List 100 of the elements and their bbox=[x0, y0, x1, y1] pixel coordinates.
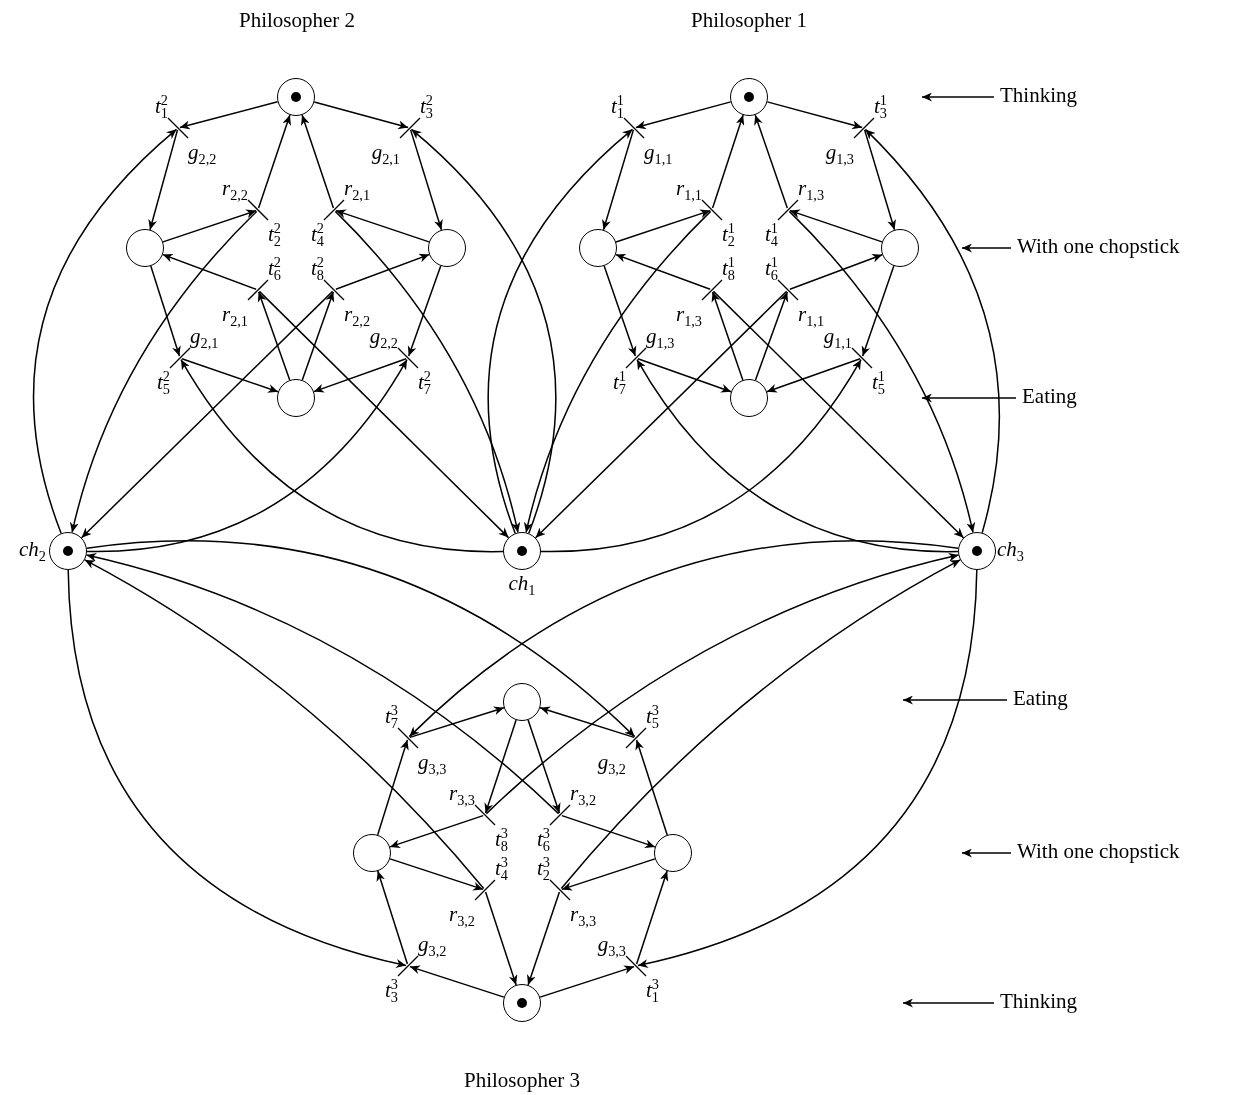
arc-arrow bbox=[635, 101, 732, 130]
arc-arrow bbox=[540, 358, 862, 553]
arc-arrow bbox=[635, 739, 668, 836]
arc-arrow bbox=[86, 540, 636, 738]
arc-arrow bbox=[766, 357, 861, 393]
arc-label: g$_{1,1}$ bbox=[644, 140, 673, 165]
arc-arrow bbox=[408, 539, 959, 738]
arc-arrow bbox=[33, 128, 178, 535]
arc-arrow bbox=[534, 290, 788, 539]
arc-arrow bbox=[148, 129, 179, 231]
place-circle bbox=[730, 78, 768, 116]
arc-arrow bbox=[527, 891, 561, 986]
arc-label: g$_{2,1}$ bbox=[190, 323, 219, 348]
arc-arrow bbox=[487, 128, 634, 535]
arc-arrow bbox=[637, 569, 978, 968]
arc-label: g$_{3,3}$ bbox=[597, 931, 626, 956]
arc-arrow bbox=[539, 965, 635, 998]
arc-label: r$_{1,3}$ bbox=[798, 175, 825, 200]
arc-arrow bbox=[485, 553, 960, 815]
arc-label: g$_{2,2}$ bbox=[369, 323, 398, 348]
arc-arrow bbox=[902, 695, 1008, 705]
arc-label: r$_{2,1}$ bbox=[344, 175, 371, 200]
arc-arrow bbox=[335, 253, 430, 291]
arc-arrow bbox=[635, 870, 669, 965]
arc-arrow bbox=[861, 265, 895, 357]
arc-arrow bbox=[409, 706, 505, 739]
arc-arrow bbox=[389, 814, 484, 848]
arc-arrow bbox=[389, 858, 484, 891]
arc-arrow bbox=[636, 358, 959, 553]
place-circle bbox=[277, 379, 315, 417]
arc-arrow bbox=[754, 291, 789, 381]
arc-arrow bbox=[615, 209, 711, 243]
arc-label: r$_{3,3}$ bbox=[448, 780, 475, 805]
arc-arrow bbox=[561, 814, 656, 848]
arc-label: r$_{1,1}$ bbox=[798, 302, 825, 327]
arc-label: g$_{3,2}$ bbox=[418, 931, 447, 956]
arc-label: r$_{3,2}$ bbox=[570, 780, 597, 805]
place-circle bbox=[428, 229, 466, 267]
arc-arrow bbox=[409, 129, 443, 231]
arc-arrow bbox=[921, 393, 1017, 403]
arc-arrow bbox=[86, 358, 408, 553]
place-circle bbox=[503, 984, 541, 1022]
arc-label: g$_{1,3}$ bbox=[646, 323, 675, 348]
arc-arrow bbox=[560, 559, 961, 890]
arc-arrow bbox=[766, 101, 863, 130]
arc-arrow bbox=[162, 209, 257, 243]
state-label: With one chopstick bbox=[1017, 839, 1180, 865]
arc-label: g$_{1,1}$ bbox=[823, 323, 852, 348]
state-label: Eating bbox=[1022, 384, 1077, 410]
philosopher-title: Philosopher 1 bbox=[690, 7, 808, 33]
arc-arrow bbox=[410, 128, 557, 535]
philosopher-title: Philosopher 3 bbox=[463, 1067, 581, 1093]
philosopher-title: Philosopher 2 bbox=[238, 7, 356, 33]
arc-label: g$_{1,3}$ bbox=[825, 140, 854, 165]
arc-arrow bbox=[409, 965, 505, 998]
arc-label: r$_{3,3}$ bbox=[570, 902, 597, 927]
arc-arrow bbox=[603, 265, 637, 357]
arc-label: r$_{2,2}$ bbox=[221, 175, 248, 200]
arc-arrow bbox=[637, 357, 732, 393]
arc-arrow bbox=[921, 92, 995, 102]
arc-label: r$_{2,1}$ bbox=[221, 302, 248, 327]
place-label: ch$_{2}$ bbox=[19, 536, 46, 562]
arc-arrow bbox=[407, 265, 442, 357]
arc-arrow bbox=[179, 101, 279, 130]
arc-label: g$_{2,2}$ bbox=[188, 140, 217, 165]
arc-label: g$_{3,3}$ bbox=[418, 750, 447, 775]
arc-arrow bbox=[181, 357, 279, 393]
arc-arrow bbox=[257, 291, 291, 381]
arc-label: r$_{1,3}$ bbox=[675, 302, 702, 327]
arc-arrow bbox=[788, 210, 975, 534]
arc-label: g$_{3,2}$ bbox=[597, 750, 626, 775]
arc-arrow bbox=[376, 870, 409, 965]
arc-arrow bbox=[484, 891, 518, 986]
arc-arrow bbox=[85, 553, 560, 815]
arc-arrow bbox=[754, 114, 789, 209]
arc-arrow bbox=[561, 858, 656, 891]
state-label: Thinking bbox=[1000, 83, 1077, 109]
arc-arrow bbox=[711, 114, 745, 209]
arc-arrow bbox=[258, 290, 510, 539]
arc-arrow bbox=[257, 114, 291, 209]
arc-arrow bbox=[615, 253, 711, 291]
arc-arrow bbox=[313, 357, 407, 393]
place-circle bbox=[503, 683, 541, 721]
arc-arrow bbox=[335, 209, 430, 243]
place-label: ch$_{1}$ bbox=[508, 571, 536, 596]
arc-arrow bbox=[301, 291, 335, 381]
arc-arrow bbox=[961, 848, 1012, 858]
arc-label: g$_{2,1}$ bbox=[371, 140, 400, 165]
arc-arrow bbox=[80, 290, 334, 539]
arc-arrow bbox=[539, 706, 635, 739]
state-label: Eating bbox=[1013, 686, 1068, 712]
arc-arrow bbox=[70, 210, 258, 534]
state-label: Thinking bbox=[1000, 989, 1077, 1015]
arc-arrow bbox=[789, 209, 883, 243]
place-circle bbox=[126, 229, 164, 267]
arc-label: r$_{1,1}$ bbox=[675, 175, 702, 200]
place-circle bbox=[353, 834, 391, 872]
arc-arrow bbox=[524, 210, 712, 534]
arc-arrow bbox=[162, 253, 257, 291]
place-label: ch$_{3}$ bbox=[997, 536, 1024, 562]
